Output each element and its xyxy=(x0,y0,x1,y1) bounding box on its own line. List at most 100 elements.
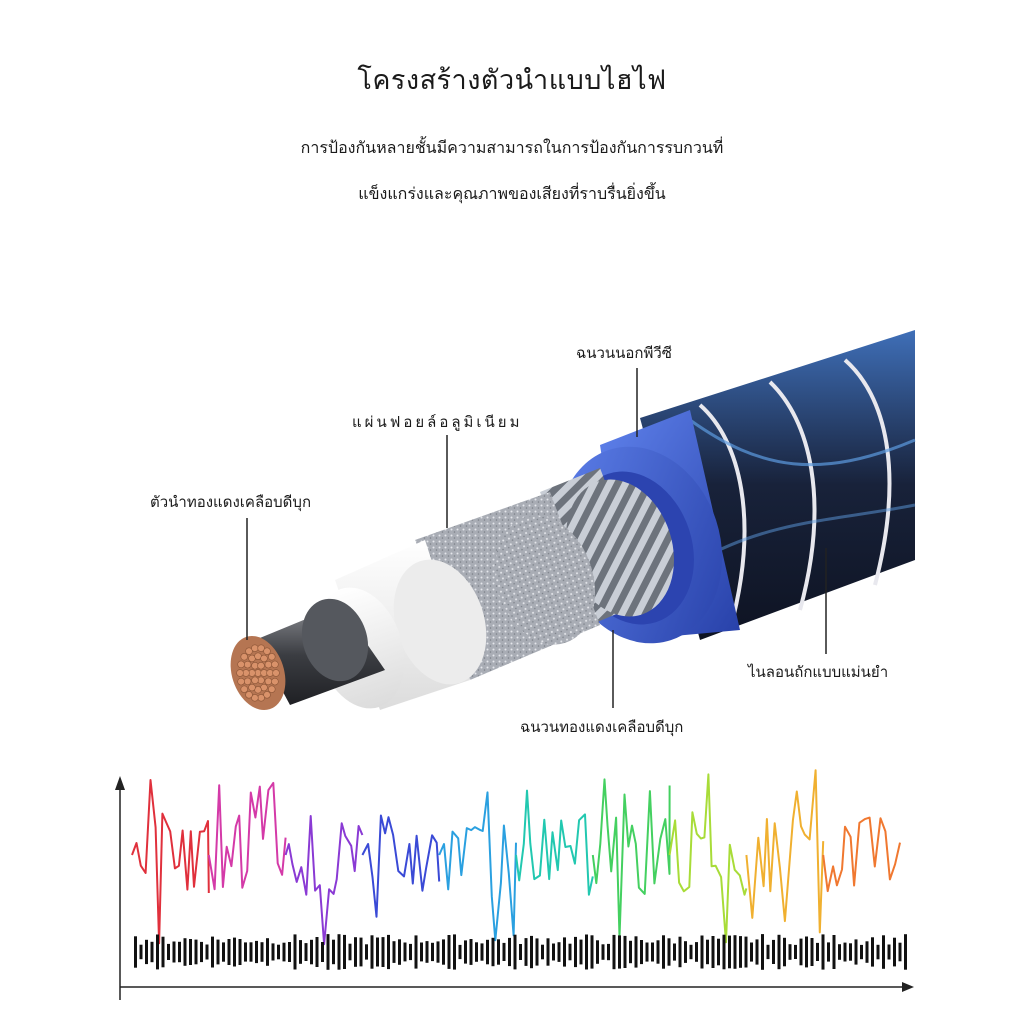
barcode-bar xyxy=(772,939,775,964)
barcode-bar xyxy=(156,934,159,970)
barcode-bar xyxy=(717,938,720,966)
barcode-bar xyxy=(409,943,412,961)
barcode-bar xyxy=(750,942,753,962)
barcode-bar xyxy=(623,935,627,968)
barcode-bar xyxy=(601,944,605,960)
barcode-bar xyxy=(480,943,484,961)
barcode-bar xyxy=(728,935,731,969)
barcode-bar xyxy=(354,937,357,967)
barcode-bar xyxy=(722,934,726,970)
barcode-bar xyxy=(271,943,275,961)
copper-strand xyxy=(263,647,271,655)
barcode-bar xyxy=(332,939,335,965)
barcode-bar xyxy=(651,942,654,962)
label-outer-pvc: ฉนวนนอกพีวีซี xyxy=(576,344,672,362)
barcode-bar xyxy=(689,944,693,960)
barcode-bar xyxy=(178,941,181,963)
copper-strand xyxy=(264,660,273,669)
barcode-bar xyxy=(161,936,165,968)
barcode-bar xyxy=(475,942,478,962)
barcode-bar xyxy=(733,935,737,969)
barcode-bar xyxy=(887,944,891,960)
leader-lines xyxy=(246,368,827,708)
barcode-bar xyxy=(849,943,852,961)
barcode-bar xyxy=(249,942,253,962)
waveform-segment xyxy=(361,814,441,918)
barcode-bar xyxy=(491,937,495,967)
barcode-bar xyxy=(904,934,907,970)
barcode-bar xyxy=(453,934,456,970)
barcode-bar xyxy=(359,937,363,967)
barcode-bar xyxy=(238,939,242,965)
barcode-bar xyxy=(882,935,885,969)
copper-strand xyxy=(271,677,279,686)
barcode-bar xyxy=(541,944,544,960)
barcode-bar xyxy=(898,942,902,962)
label-aluminum-foil: แผ่นฟอยล์อลูมิเนียม xyxy=(352,413,523,431)
barcode-bar xyxy=(403,942,407,962)
copper-strand xyxy=(272,669,280,677)
barcode-bar xyxy=(711,936,715,968)
barcode-bar xyxy=(557,942,561,962)
barcode-bar xyxy=(794,944,797,959)
barcode-bar xyxy=(645,942,649,962)
barcode-bar xyxy=(282,942,286,962)
barcode-bar xyxy=(871,937,874,967)
barcode-bar xyxy=(656,940,660,964)
copper-strand xyxy=(243,660,252,669)
barcode-bar xyxy=(673,943,676,961)
barcode-bar xyxy=(167,943,170,960)
copper-strand xyxy=(264,677,273,686)
barcode-bar xyxy=(761,934,764,970)
barcode-bar xyxy=(442,939,445,965)
barcode-bar xyxy=(392,941,396,963)
barcode-bar xyxy=(337,934,341,970)
barcode-bar xyxy=(458,944,462,960)
stranded-wire xyxy=(255,598,385,705)
barcode-bar xyxy=(293,934,297,970)
wave-x-arrow xyxy=(902,982,914,992)
barcode-bar xyxy=(816,942,819,961)
barcode-bar xyxy=(370,935,374,969)
barcode-bar xyxy=(607,943,610,961)
barcode-bar xyxy=(546,938,550,966)
barcode-bar xyxy=(574,936,577,968)
barcode-bar xyxy=(700,935,704,969)
barcode-bar xyxy=(513,934,517,970)
barcode-bar xyxy=(315,937,319,967)
barcode-bar xyxy=(629,940,632,964)
barcode-bar xyxy=(755,939,759,965)
barcode-bar xyxy=(189,939,192,965)
barcode-bar xyxy=(684,941,687,963)
copper-strand xyxy=(245,691,253,699)
barcode-bar xyxy=(348,943,352,961)
barcode-bar xyxy=(381,937,385,967)
barcode-bar xyxy=(436,941,440,963)
barcode-bar xyxy=(222,942,225,962)
copper-strand xyxy=(271,660,279,669)
barcode-bar xyxy=(183,938,187,966)
barcode-bar xyxy=(552,943,555,961)
barcode-bar xyxy=(233,937,236,967)
barcode-bar xyxy=(827,942,830,962)
waveform-segment xyxy=(284,815,364,946)
copper-strand xyxy=(268,653,276,661)
barcode-bar xyxy=(227,939,231,965)
copper-strand xyxy=(263,691,271,699)
barcode-bar xyxy=(200,941,203,963)
barcode-bar xyxy=(343,934,346,969)
barcode-bar xyxy=(150,941,154,963)
copper-strand xyxy=(257,694,265,702)
waveform-segment xyxy=(438,791,517,942)
barcode-bar xyxy=(810,938,814,966)
subtitle-line-1: การป้องกันหลายชั้นมีความสามารถในการป้องก… xyxy=(300,138,724,157)
barcode-bar xyxy=(398,939,401,965)
barcode-bar xyxy=(744,936,748,968)
barcode-bar xyxy=(376,937,379,967)
copper-strand xyxy=(245,647,253,655)
barcode-bar xyxy=(535,938,539,966)
barcode-bar xyxy=(788,944,792,960)
waveform-segment xyxy=(515,789,594,896)
barcode-bar xyxy=(387,934,390,970)
waveform-segment xyxy=(131,779,210,945)
